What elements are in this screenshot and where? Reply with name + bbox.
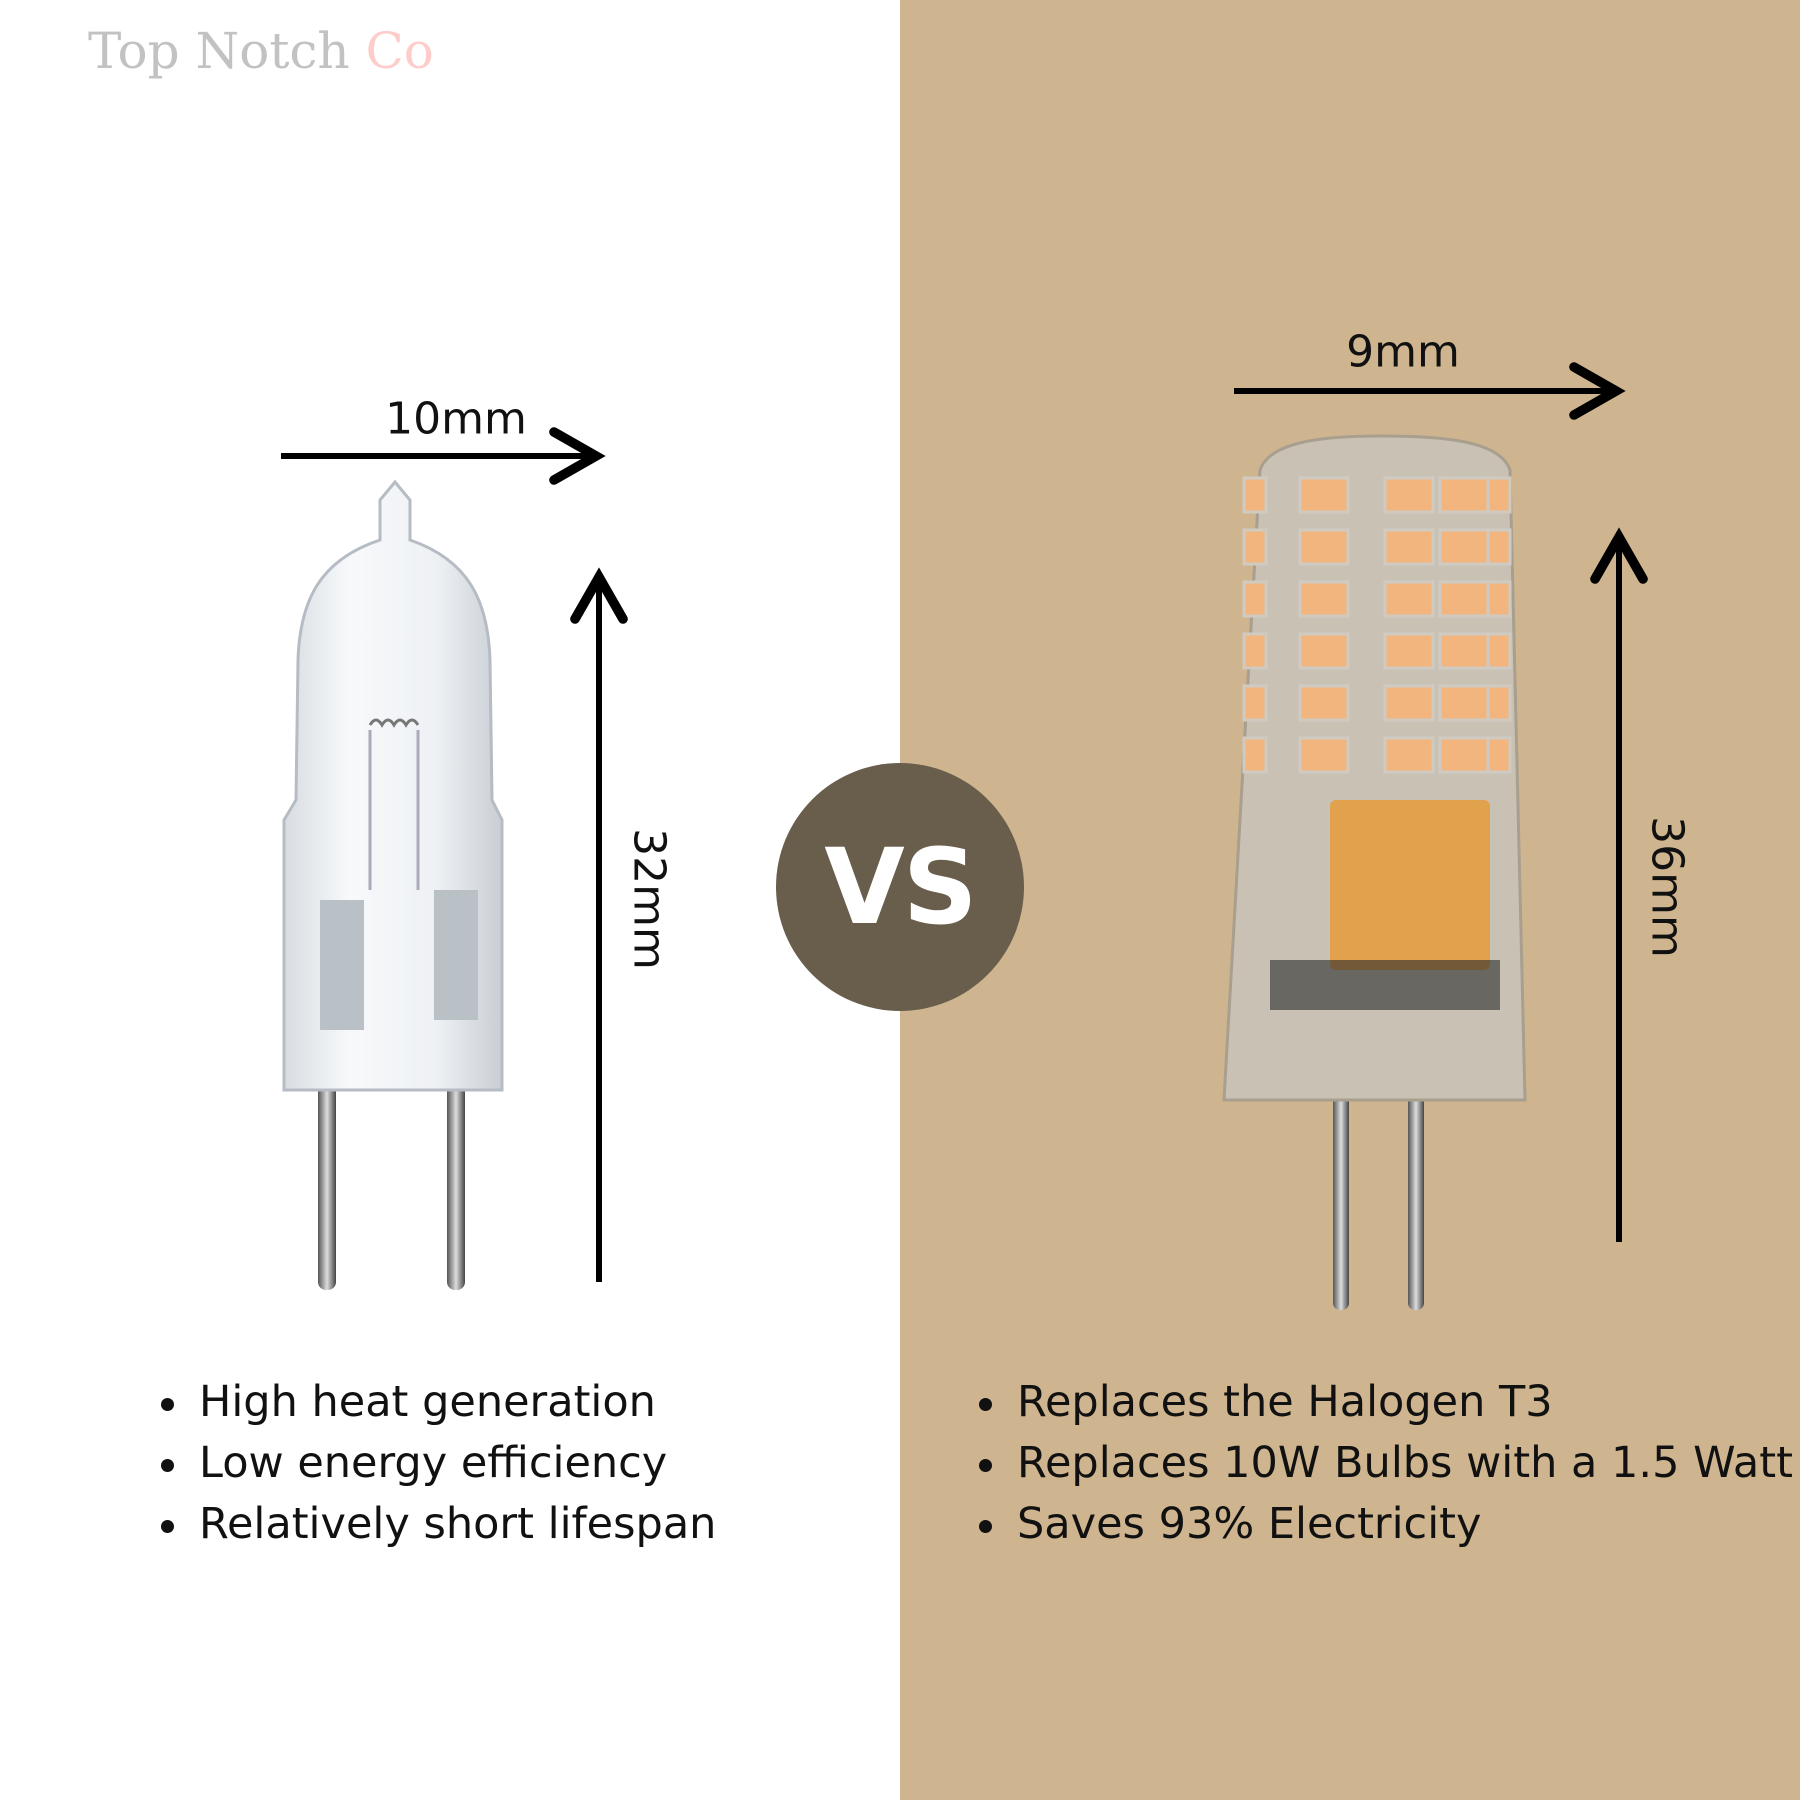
halogen-bulb-image — [282, 479, 504, 1290]
logo-text-accent: Co — [365, 22, 434, 80]
halogen-feature-list: High heat generation Low energy efficien… — [161, 1372, 716, 1555]
halogen-height-label: 32mm — [623, 828, 675, 970]
list-item: Low energy efficiency — [161, 1433, 716, 1494]
led-chip — [1383, 684, 1435, 722]
led-chip — [1383, 528, 1435, 566]
brand-logo: Top Notch Co — [88, 22, 434, 80]
list-item: Relatively short lifespan — [161, 1494, 716, 1555]
led-chip — [1486, 632, 1512, 670]
led-chip — [1438, 476, 1490, 514]
led-chip — [1486, 528, 1512, 566]
led-chip — [1298, 736, 1350, 774]
led-width-label: 9mm — [1346, 326, 1460, 378]
list-item: Replaces 10W Bulbs with a 1.5 Watt — [979, 1433, 1793, 1494]
halogen-width-label: 10mm — [385, 393, 527, 445]
led-chip — [1383, 632, 1435, 670]
logo-text: Top Notch — [88, 22, 350, 80]
led-chip — [1298, 528, 1350, 566]
led-chip — [1438, 736, 1490, 774]
led-chip — [1486, 736, 1512, 774]
led-chip — [1438, 632, 1490, 670]
vs-badge: VS — [776, 763, 1024, 1011]
led-chip — [1383, 476, 1435, 514]
led-chip — [1298, 632, 1350, 670]
led-chip — [1438, 528, 1490, 566]
led-chip — [1438, 580, 1490, 618]
led-chip — [1298, 476, 1350, 514]
led-chip — [1242, 580, 1268, 618]
led-chip — [1242, 528, 1268, 566]
led-chip — [1383, 580, 1435, 618]
led-chip — [1242, 476, 1268, 514]
led-bulb-image — [1222, 434, 1527, 1310]
led-chip — [1486, 684, 1512, 722]
led-chip — [1438, 684, 1490, 722]
led-chip — [1383, 736, 1435, 774]
led-chip — [1242, 736, 1268, 774]
led-chip — [1242, 684, 1268, 722]
led-chip — [1298, 684, 1350, 722]
vs-text: VS — [824, 826, 977, 948]
list-item: Replaces the Halogen T3 — [979, 1372, 1793, 1433]
led-feature-list: Replaces the Halogen T3 Replaces 10W Bul… — [979, 1372, 1793, 1555]
led-chip — [1242, 632, 1268, 670]
led-height-label: 36mm — [1641, 816, 1693, 958]
led-chip — [1298, 580, 1350, 618]
list-item: High heat generation — [161, 1372, 716, 1433]
led-chip — [1486, 580, 1512, 618]
list-item: Saves 93% Electricity — [979, 1494, 1793, 1555]
led-chip — [1486, 476, 1512, 514]
